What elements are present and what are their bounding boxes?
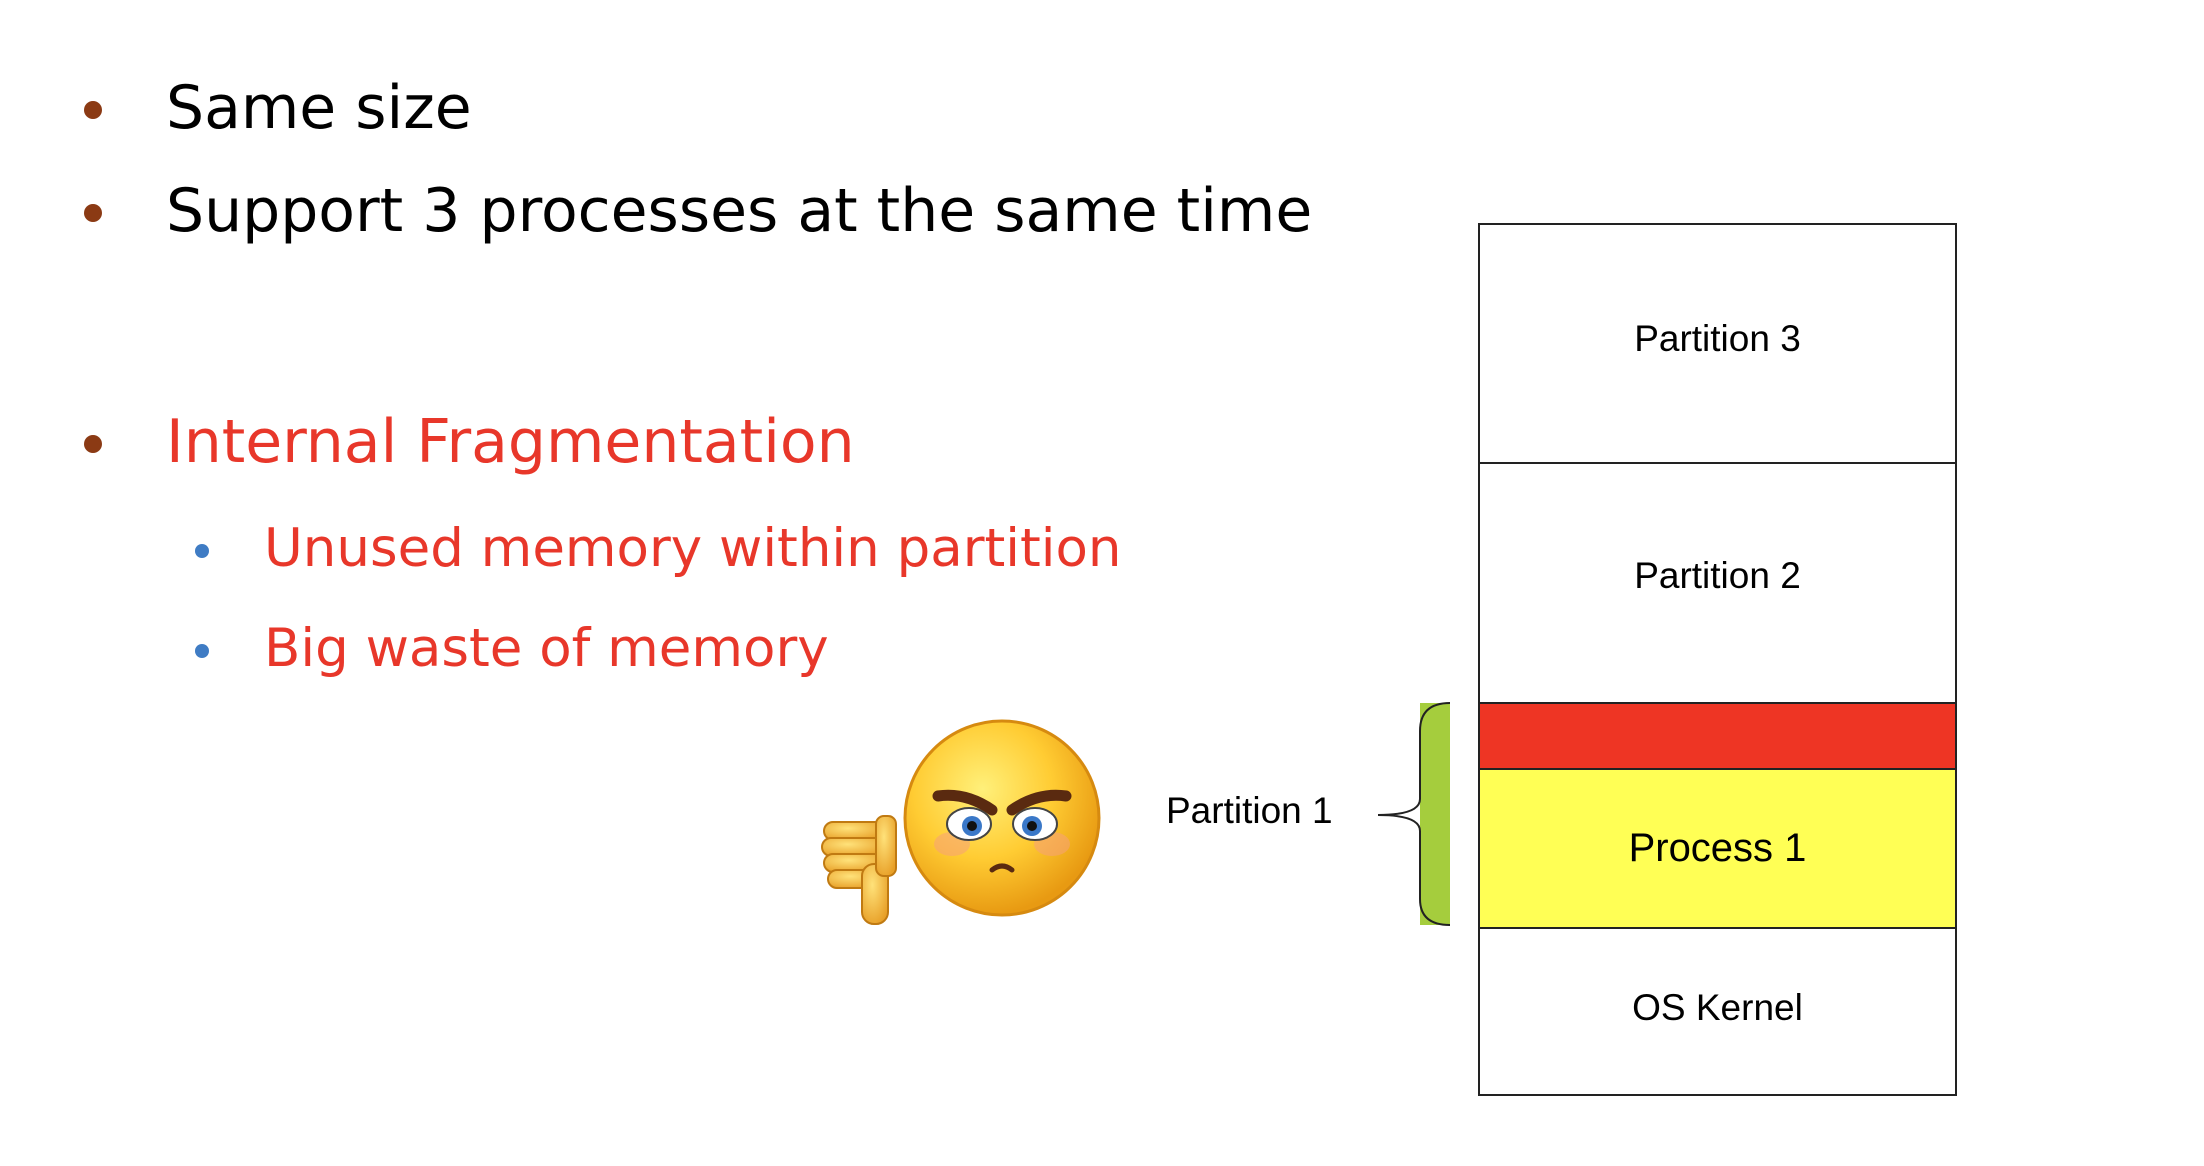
bullet-dot [84, 204, 102, 222]
partition-1-label: Partition 1 [1166, 790, 1333, 831]
partition-1-brace [1377, 702, 1451, 926]
partition-2-label: Partition 2 [1634, 555, 1801, 596]
bullet-dot [84, 435, 102, 453]
bullet-dot [195, 544, 209, 558]
bullet-dot [84, 101, 102, 119]
bullet-text: Support 3 processes at the same time [166, 176, 1313, 246]
bullet-internal-fragmentation: Internal Fragmentation [84, 407, 855, 479]
angry-face-thumbs-down-icon [821, 719, 1101, 925]
subbullet-big-waste: Big waste of memory [195, 618, 829, 683]
process-1-block: Process 1 [1480, 768, 1955, 927]
memory-partition-diagram: Partition 3 Partition 2 Process 1 OS Ker… [1478, 223, 1957, 1096]
angry-face-icon [903, 719, 1101, 917]
partition-3-block: Partition 3 [1480, 225, 1955, 462]
internal-fragmentation-block [1480, 702, 1955, 768]
bullet-text: Big waste of memory [264, 618, 829, 679]
subbullet-unused-memory: Unused memory within partition [195, 518, 1122, 583]
partition-2-block: Partition 2 [1480, 462, 1955, 702]
bullet-text: Same size [166, 73, 472, 143]
process-1-label: Process 1 [1628, 826, 1807, 870]
os-kernel-label: OS Kernel [1632, 986, 1803, 1028]
bullet-support-processes: Support 3 processes at the same time [84, 176, 1312, 248]
bullet-same-size: Same size [84, 73, 472, 145]
thumbs-down-hand-icon [821, 815, 897, 925]
os-kernel-block: OS Kernel [1480, 927, 1955, 1096]
partition-3-label: Partition 3 [1634, 317, 1801, 359]
bullet-text: Unused memory within partition [264, 518, 1122, 579]
bullet-dot [195, 644, 209, 658]
bullet-text: Internal Fragmentation [166, 407, 855, 477]
